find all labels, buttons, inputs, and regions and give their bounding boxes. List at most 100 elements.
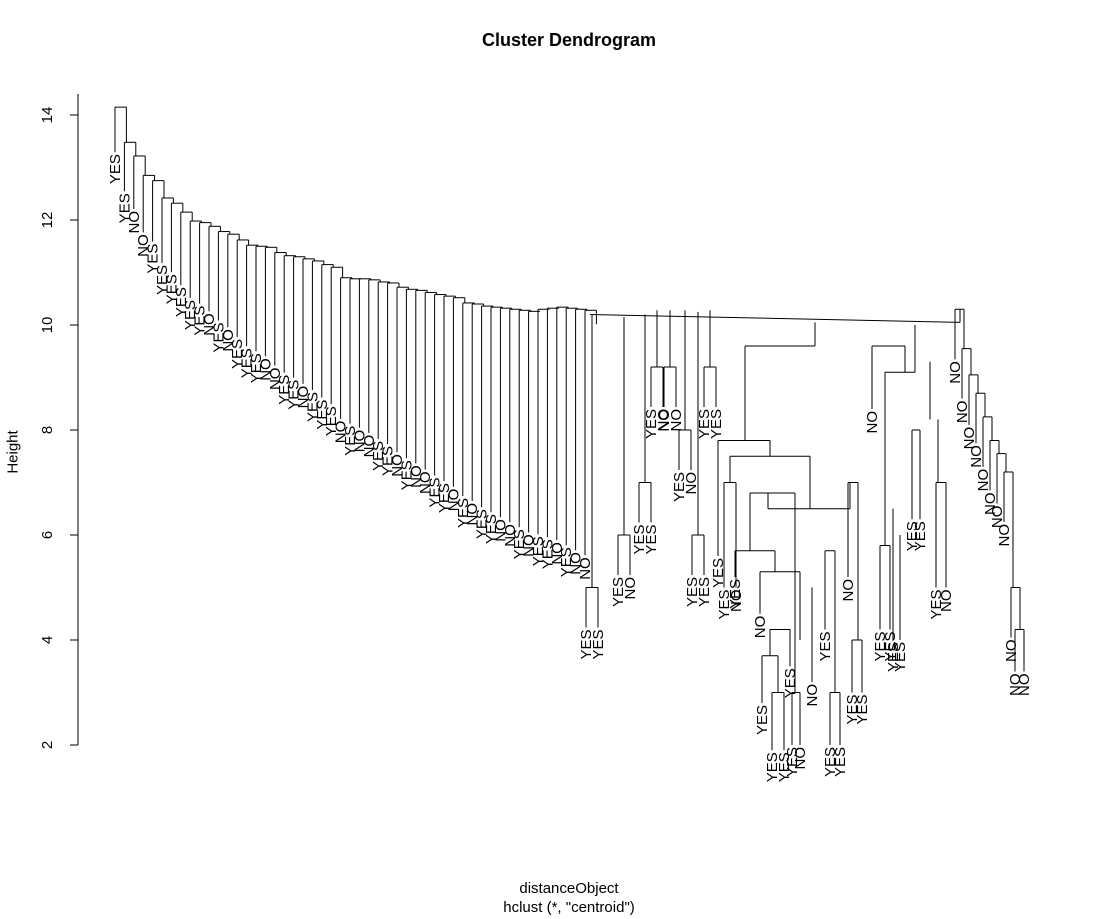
- leaf-label: YES: [885, 642, 902, 672]
- y-axis-label: Height: [4, 430, 22, 474]
- leaf-label: NO: [1007, 674, 1024, 697]
- x-axis-label: distanceObject: [519, 880, 619, 897]
- leaf-label: NO: [417, 471, 434, 494]
- y-tick-label: 14: [39, 107, 56, 124]
- leaf-label: NO: [577, 557, 594, 580]
- leaf-label: NO: [938, 590, 955, 613]
- dendrogram-branch: [589, 314, 961, 323]
- leaf-label: YES: [380, 446, 397, 476]
- y-tick-label: 6: [39, 531, 56, 539]
- leaf-label: YES: [684, 577, 701, 607]
- leaf-label: YES: [304, 392, 321, 422]
- leaf-label: YES: [710, 558, 727, 588]
- leaf-label: NO: [954, 401, 971, 424]
- leaf-label: NO: [220, 329, 237, 352]
- leaf-label: NO: [549, 542, 566, 565]
- leaf-label: NO: [267, 368, 284, 391]
- leaf-label: NO: [135, 234, 152, 257]
- leaf-label: YES: [145, 244, 162, 274]
- leaf-label: NO: [295, 386, 312, 409]
- leaf-label: YES: [558, 547, 575, 577]
- leaf-label: NO: [989, 506, 1006, 529]
- chart-title: Cluster Dendrogram: [481, 30, 657, 50]
- leaf-label: YES: [854, 695, 871, 725]
- leaf-label: YES: [539, 539, 556, 569]
- leaf-label: YES: [817, 632, 834, 662]
- leaf-label: YES: [323, 406, 340, 436]
- leaf-label: NO: [389, 454, 406, 477]
- leaf-label: YES: [474, 509, 491, 539]
- leaf-label: YES: [590, 630, 607, 660]
- leaf-label: YES: [872, 632, 889, 662]
- leaf-label: YES: [631, 525, 648, 555]
- leaf-label: YES: [727, 579, 744, 609]
- leaf-label: YES: [314, 400, 331, 430]
- leaf-label: YES: [892, 642, 909, 672]
- leaf-label: NO: [464, 503, 481, 526]
- leaf-label: YES: [643, 525, 660, 555]
- leaf-label: YES: [107, 154, 124, 184]
- leaf-label: YES: [248, 353, 265, 383]
- leaf-label: YES: [163, 274, 180, 304]
- leaf-label: NO: [996, 524, 1013, 547]
- leaf-label: NO: [840, 579, 857, 602]
- leaf-label: NO: [521, 534, 538, 557]
- leaf-label: NO: [656, 409, 673, 432]
- leaf-label: YES: [696, 577, 713, 607]
- leaf-label: NO: [668, 409, 685, 432]
- leaf-label: YES: [455, 498, 472, 528]
- method-subtitle: hclust (*, "centroid"): [503, 899, 635, 916]
- leaf-label: YES: [530, 536, 547, 566]
- y-tick-label: 4: [39, 636, 56, 644]
- leaf-label: YES: [511, 529, 528, 559]
- leaf-label: NO: [257, 358, 274, 381]
- leaf-label: NO: [361, 435, 378, 458]
- leaf-label: NO: [408, 465, 425, 488]
- leaf-label: YES: [229, 339, 246, 369]
- leaf-label: YES: [578, 630, 595, 660]
- leaf-label: NO: [975, 469, 992, 492]
- leaf-label: NO: [1016, 674, 1033, 697]
- leaf-label: NO: [333, 421, 350, 444]
- leaf-label: NO: [804, 684, 821, 707]
- leaf-label: YES: [764, 752, 781, 782]
- leaf-label: YES: [483, 514, 500, 544]
- leaf-label: YES: [610, 577, 627, 607]
- leaf-label: YES: [342, 426, 359, 456]
- leaf-label: YES: [276, 375, 293, 405]
- leaf-label: YES: [776, 752, 793, 782]
- leaf-label: NO: [351, 430, 368, 453]
- leaf-label: YES: [671, 472, 688, 502]
- leaf-label: YES: [782, 668, 799, 698]
- leaf-label: NO: [683, 472, 700, 495]
- leaf-label: YES: [784, 747, 801, 777]
- leaf-label: NO: [982, 493, 999, 516]
- leaf-label: NO: [968, 445, 985, 468]
- leaf-label: YES: [822, 747, 839, 777]
- leaf-label: NO: [201, 313, 218, 336]
- leaf-label: YES: [154, 265, 171, 295]
- leaf-label: YES: [882, 632, 899, 662]
- leaf-label: YES: [182, 300, 199, 330]
- leaf-label: YES: [436, 483, 453, 513]
- leaf-label: YES: [844, 695, 861, 725]
- leaf-label: YES: [192, 306, 209, 336]
- leaf-label: YES: [370, 441, 387, 471]
- leaf-label: YES: [173, 287, 190, 317]
- leaf-label: YES: [708, 409, 725, 439]
- y-tick-label: 10: [39, 317, 56, 334]
- leaf-label: YES: [696, 409, 713, 439]
- leaf-label: YES: [832, 747, 849, 777]
- leaf-label: NO: [947, 361, 964, 384]
- leaf-label: YES: [754, 705, 771, 735]
- leaf-label: NO: [864, 411, 881, 434]
- y-tick-label: 8: [39, 426, 56, 434]
- leaf-label: YES: [427, 478, 444, 508]
- leaf-label: NO: [752, 616, 769, 639]
- y-tick-label: 2: [39, 741, 56, 749]
- leaf-label: YES: [286, 380, 303, 410]
- leaf-label: NO: [655, 409, 672, 432]
- dendrogram-tree: [114, 106, 1025, 751]
- leaf-label: YES: [239, 348, 256, 378]
